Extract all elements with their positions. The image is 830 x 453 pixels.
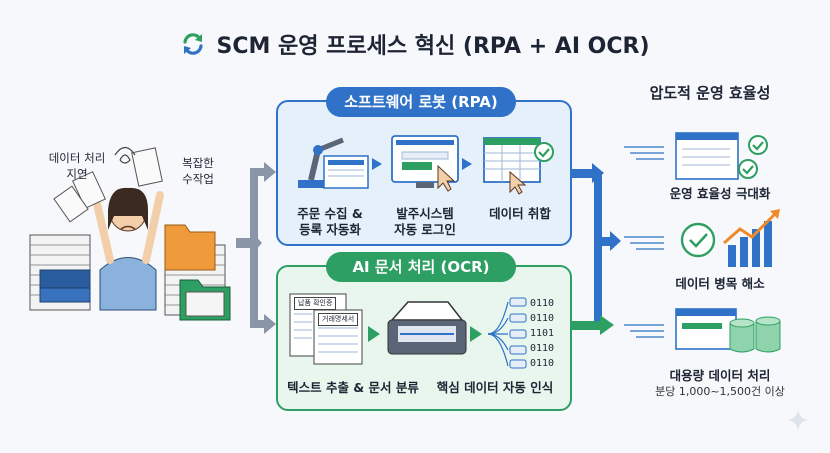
motion-lines <box>624 146 664 338</box>
ocr-icons <box>289 293 527 369</box>
data-streams-icon <box>487 301 509 367</box>
ocr-step-1-label: 텍스트 추출 & 문서 분류 <box>287 380 419 395</box>
outcome-bottleneck-label: 데이터 병목 해소 <box>675 276 765 291</box>
doc-label-statement: 거래명세서 <box>318 313 359 326</box>
person <box>91 187 164 311</box>
sparkle-icon <box>787 409 809 431</box>
login-monitor-icon <box>391 135 459 192</box>
arrow-icon <box>368 326 380 342</box>
stress-swirl <box>114 146 136 164</box>
title-text: SCM 운영 프로세스 혁신 (RPA + AI OCR) <box>216 34 650 59</box>
spreadsheet-check-icon <box>483 137 554 195</box>
paper-stack-left <box>29 234 91 311</box>
outcome-icons <box>624 132 781 353</box>
growth-chart-icon <box>680 209 780 267</box>
rpa-step-1-label: 주문 수집 & 등록 자동화 <box>297 206 363 237</box>
delay-label: 데이터 처리 지연 <box>48 151 106 181</box>
rpa-icons <box>298 135 554 195</box>
flying-papers <box>53 147 163 223</box>
arrow-icon <box>462 158 472 170</box>
green-folder <box>179 279 231 321</box>
rpa-header: 소프트웨어 로봇 (RPA) <box>326 87 516 117</box>
outcomes-title: 압도적 운영 효율성 <box>649 84 771 102</box>
arrow-icon <box>372 158 382 170</box>
ocr-step-2-label: 핵심 데이터 자동 인식 <box>436 380 554 395</box>
rpa-step-3-label: 데이터 취합 <box>489 206 551 221</box>
bit-row: 0110 <box>530 358 555 369</box>
data-tags-icon <box>509 297 527 369</box>
robot-arm-icon <box>298 137 369 189</box>
arrow-icon <box>470 326 482 342</box>
doc-label-delivery: 납품 확인증 <box>294 297 337 310</box>
rpa-step-2-label: 발주시스템 자동 로그인 <box>394 206 456 237</box>
outcome-volume-label: 대용량 데이터 처리 <box>669 368 771 383</box>
outcome-efficiency-label: 운영 효율성 극대화 <box>669 186 771 201</box>
page-title: SCM 운영 프로세스 혁신 (RPA + AI OCR) <box>180 28 650 60</box>
bit-row: 0110 <box>530 343 555 354</box>
dashboard-check-icon <box>675 132 768 180</box>
ocr-header: AI 문서 처리 (OCR) <box>326 252 516 282</box>
scanner-icon <box>387 301 467 355</box>
orange-folder <box>164 224 216 271</box>
bit-row: 0110 <box>530 298 555 309</box>
merge-arrows <box>570 163 621 335</box>
complex-label: 복잡한 수작업 <box>182 156 214 186</box>
binary-output: 0110 0110 1101 0110 0110 <box>530 296 554 371</box>
bit-row: 0110 <box>530 313 555 324</box>
bit-row: 1101 <box>530 328 555 339</box>
split-arrows <box>236 162 276 334</box>
title-area: SCM 운영 프로세스 혁신 (RPA + AI OCR) <box>0 28 830 61</box>
overwhelmed-worker-illustration <box>29 146 231 321</box>
refresh-icon <box>183 33 204 55</box>
outcome-volume-sub: 분당 1,000~1,500건 이상 <box>655 385 785 398</box>
database-icon <box>675 308 781 353</box>
